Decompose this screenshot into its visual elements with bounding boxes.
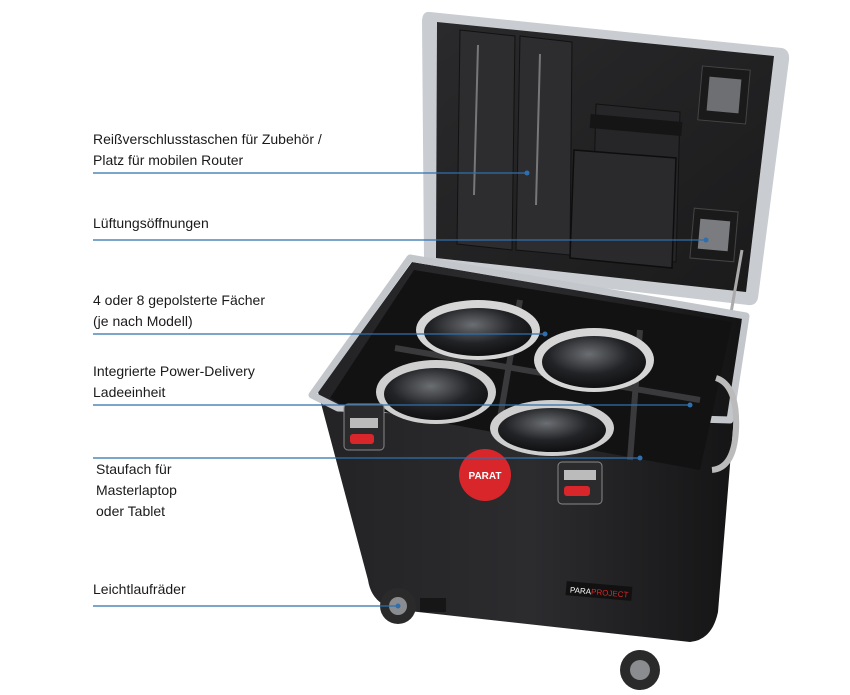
- callout-line: (je nach Modell): [93, 313, 193, 329]
- parat-logo: PARAT: [459, 449, 511, 501]
- zip-pouch-right: [515, 35, 573, 256]
- callout-line: Ladeeinheit: [93, 384, 166, 400]
- callout-line: Lüftungsöffnungen: [93, 215, 209, 231]
- callout-line: 4 oder 8 gepolsterte Fächer: [93, 292, 265, 308]
- vent-bottom: [689, 207, 739, 263]
- vr-headset-2: [534, 328, 654, 392]
- callout-line: Leichtlaufräder: [93, 581, 186, 597]
- leader-dot-6: [395, 603, 401, 609]
- router-pocket: [569, 103, 683, 269]
- wheel-mount: [420, 598, 446, 612]
- leader-dot-3: [542, 331, 548, 337]
- vr-headset-1: [416, 300, 540, 360]
- zip-pouch-left: [456, 29, 516, 251]
- callout-line: oder Tablet: [96, 503, 166, 519]
- vent-top: [697, 65, 751, 125]
- leader-dot-2: [703, 237, 709, 243]
- leader-dot-5: [637, 455, 643, 461]
- paraproject-badge: PARAPROJECT: [565, 581, 633, 601]
- callout-zip-pockets: Reißverschlusstaschen für Zubehör / Plat…: [93, 129, 322, 171]
- leader-lines: [93, 172, 706, 607]
- combination-lock-left: [343, 403, 385, 451]
- callout-line: Masterlaptop: [96, 482, 177, 498]
- callout-vents: Lüftungsöffnungen: [93, 213, 209, 234]
- svg-text:PARAPROJECT: PARAPROJECT: [570, 585, 629, 599]
- vr-headset-3: [376, 360, 496, 424]
- side-handle: [711, 375, 740, 473]
- callout-storage: Staufach für Masterlaptop oder Tablet: [96, 459, 177, 522]
- vr-headset-4: [490, 400, 614, 456]
- combination-lock-right: [557, 461, 603, 505]
- callout-wheels: Leichtlaufräder: [93, 579, 186, 600]
- svg-text:PARAT: PARAT: [469, 471, 502, 482]
- leader-dot-1: [524, 170, 530, 176]
- callout-line: Staufach für: [96, 461, 172, 477]
- callout-line: Platz für mobilen Router: [93, 152, 244, 168]
- callout-compartments: 4 oder 8 gepolsterte Fächer (je nach Mod…: [93, 290, 265, 332]
- callout-power-delivery: Integrierte Power-Delivery Ladeeinheit: [93, 361, 255, 403]
- callout-line: Integrierte Power-Delivery: [93, 363, 255, 379]
- leader-dot-4: [687, 402, 693, 408]
- callout-line: Reißverschlusstaschen für Zubehör /: [93, 131, 322, 147]
- case-lid: [422, 11, 790, 306]
- wheel-front-right: [620, 650, 660, 690]
